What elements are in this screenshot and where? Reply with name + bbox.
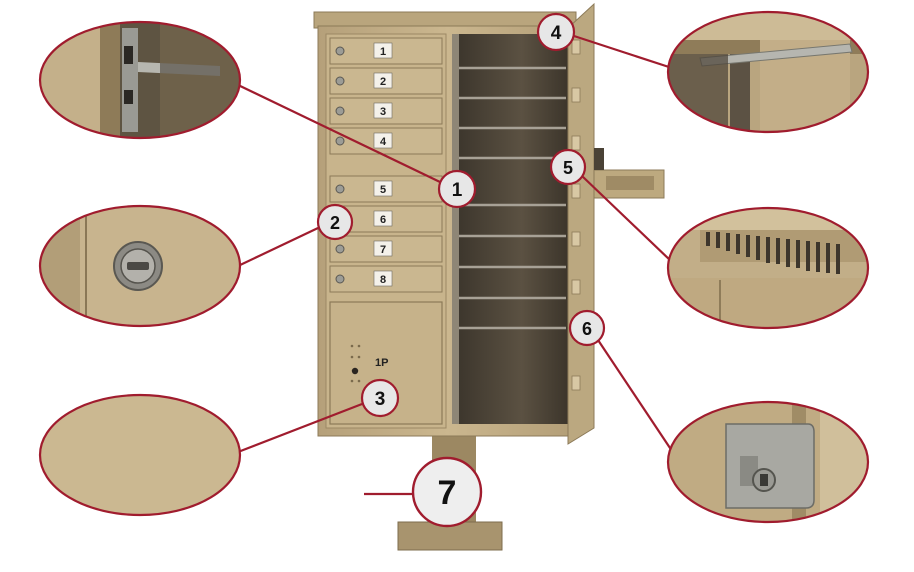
- callout-4: 4: [536, 12, 576, 52]
- callout-connectors: [235, 34, 675, 496]
- callout-7-label: 7: [438, 474, 457, 512]
- door-number-label: 8: [380, 274, 386, 286]
- door-number-label: 4: [380, 136, 387, 148]
- customer-door-4: 4: [329, 127, 443, 155]
- door-lock-icon: [335, 136, 345, 146]
- parcel-door-label: 1P: [375, 357, 388, 369]
- callout-3-label: 3: [375, 389, 386, 410]
- callout-badges: 1 2 3 4 5 6 7: [316, 12, 606, 528]
- callout-3: 3: [360, 378, 400, 418]
- customer-door-7: 7: [329, 235, 443, 263]
- customer-door-3: 3: [329, 97, 443, 125]
- interior-shelves: [456, 66, 566, 330]
- customer-door-1: 1: [329, 37, 443, 65]
- callout-6: 6: [568, 309, 606, 347]
- door-lock-icon: [335, 46, 345, 56]
- callout-2-label: 2: [330, 213, 340, 233]
- door-lock-icon: [335, 184, 345, 194]
- door-number-label: 7: [380, 244, 386, 256]
- door-number-label: 5: [380, 184, 386, 196]
- detail-latch-bracket: [38, 20, 242, 140]
- door-number-label: 6: [380, 214, 386, 226]
- callout-5: 5: [549, 148, 587, 186]
- callout-2: 2: [316, 203, 354, 241]
- detail-door-hinge: [666, 10, 870, 134]
- callout-7: 7: [411, 456, 483, 528]
- door-number-label: 2: [380, 76, 386, 88]
- callout-5-label: 5: [563, 158, 573, 178]
- door-number-label: 1: [380, 46, 386, 58]
- door-lock-icon: [335, 106, 345, 116]
- callout-1: 1: [437, 169, 477, 209]
- detail-powder-coat-finish: [38, 393, 242, 517]
- door-lock-icon: [335, 76, 345, 86]
- customer-door-5: 5: [329, 175, 443, 203]
- detail-padlock-hasp: [666, 400, 870, 524]
- detail-outgoing-slot: [666, 206, 870, 330]
- mailbox-cabinet: 1 2 3 4 5 6 7 8 1P: [313, 2, 665, 551]
- customer-door-2: 2: [329, 67, 443, 95]
- detail-lock-cylinder: [38, 204, 242, 328]
- cabinet-interior: [452, 34, 568, 424]
- customer-doors: 1 2 3 4 5 6 7 8: [329, 37, 443, 293]
- door-lock-icon: [335, 274, 345, 284]
- door-lock-icon: [335, 244, 345, 254]
- door-number-label: 3: [380, 106, 386, 118]
- callout-1-label: 1: [452, 180, 463, 201]
- customer-door-8: 8: [329, 265, 443, 293]
- callout-6-label: 6: [582, 319, 592, 339]
- callout-4-label: 4: [551, 23, 562, 44]
